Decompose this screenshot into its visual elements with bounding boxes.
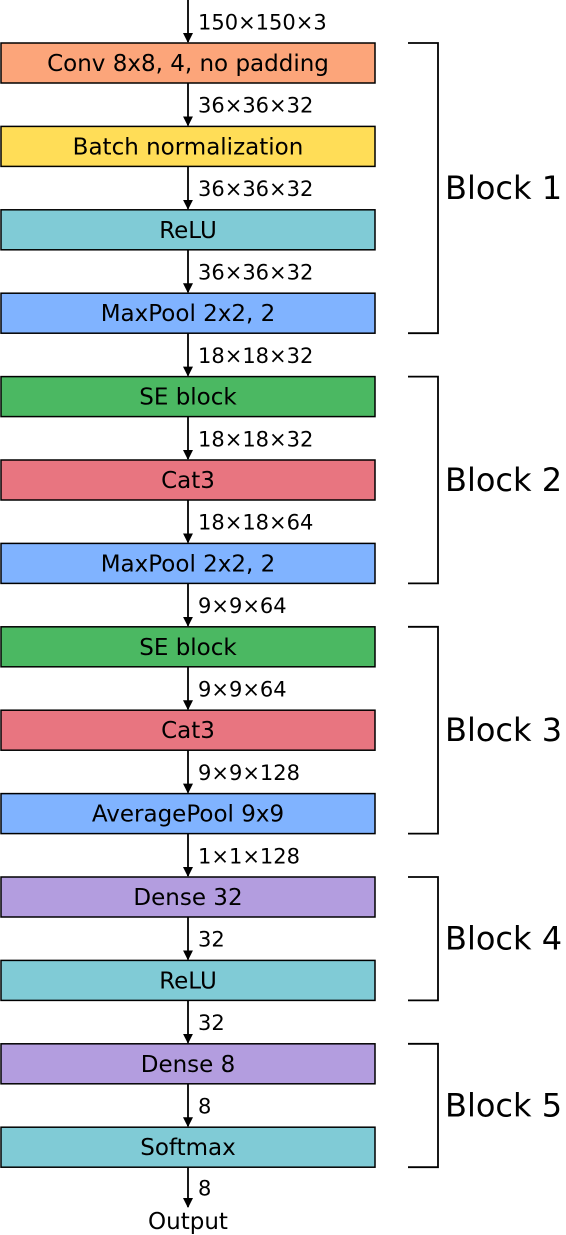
flow-arrow: 32 bbox=[183, 1000, 225, 1044]
layer-label: Dense 8 bbox=[141, 1052, 236, 1078]
dimension-label: 32 bbox=[198, 928, 225, 952]
bracket-line bbox=[408, 876, 439, 1002]
layer-rect bbox=[0, 1126, 376, 1168]
block-label: Block 2 bbox=[445, 461, 562, 499]
dimension-label: 9×9×64 bbox=[198, 594, 287, 618]
flow-arrow: 18×18×32 bbox=[183, 333, 313, 377]
flow-arrow: 18×18×32 bbox=[183, 416, 313, 460]
dimension-label: 18×18×32 bbox=[198, 344, 313, 368]
layer-box: MaxPool 2x2, 2 bbox=[0, 542, 376, 585]
layer-box: SE block bbox=[0, 626, 376, 668]
flow-arrow: 8 bbox=[183, 1083, 211, 1128]
layer-rect bbox=[0, 125, 376, 168]
flow-arrow: 9×9×64 bbox=[183, 666, 287, 711]
dimension-label: 8 bbox=[198, 1095, 211, 1119]
layer-box: Dense 8 bbox=[0, 1043, 376, 1085]
dimension-label: 36×36×32 bbox=[198, 94, 313, 118]
layer-label: Softmax bbox=[140, 1135, 236, 1161]
layer-rect bbox=[0, 959, 376, 1002]
flow-arrow: 18×18×64 bbox=[183, 500, 313, 544]
layer-box: Conv 8x8, 4, no padding bbox=[0, 42, 376, 84]
layer-box: Softmax bbox=[0, 1126, 376, 1168]
layer-box: AveragePool 9x9 bbox=[0, 792, 376, 835]
flow-arrow: 8 bbox=[183, 1167, 211, 1208]
bracket-line bbox=[408, 42, 439, 335]
layer-rect bbox=[0, 1043, 376, 1085]
bracket-line bbox=[408, 1042, 439, 1169]
dimension-label: 18×18×64 bbox=[198, 511, 313, 535]
dimension-label: 36×36×32 bbox=[198, 261, 313, 285]
layer-box: MaxPool 2x2, 2 bbox=[0, 292, 376, 334]
layer-label: MaxPool 2x2, 2 bbox=[101, 551, 276, 577]
layer-box: Cat3 bbox=[0, 459, 376, 501]
block-label: Block 5 bbox=[445, 1087, 562, 1125]
layer-label: ReLU bbox=[159, 218, 217, 244]
layer-box: Dense 32 bbox=[0, 876, 376, 918]
layer-rect bbox=[0, 542, 376, 585]
layer-rect bbox=[0, 876, 376, 918]
flow-arrow: 9×9×64 bbox=[183, 583, 287, 627]
bracket-line bbox=[408, 375, 439, 585]
dimension-label: 18×18×32 bbox=[198, 427, 313, 451]
brackets-group: Block 1 Block 2 Block 3 Block 4 Block 5 bbox=[408, 42, 562, 1169]
layer-box: Cat3 bbox=[0, 709, 376, 751]
layer-label: ReLU bbox=[159, 968, 217, 994]
layer-label: MaxPool 2x2, 2 bbox=[101, 301, 276, 327]
flow-arrow: 32 bbox=[183, 917, 225, 961]
layer-box: SE block bbox=[0, 375, 376, 418]
layer-label: Cat3 bbox=[161, 468, 215, 494]
layer-rect bbox=[0, 709, 376, 751]
dimension-label: 8 bbox=[198, 1177, 211, 1201]
layer-rect bbox=[0, 209, 376, 251]
layer-label: Dense 32 bbox=[133, 885, 242, 911]
dimension-label: 9×9×128 bbox=[198, 761, 300, 785]
output-label: Output bbox=[148, 1209, 228, 1235]
block-bracket: Block 3 bbox=[408, 625, 562, 835]
flow-arrow: 150×150×3 bbox=[183, 0, 327, 43]
dimension-label: 9×9×64 bbox=[198, 678, 287, 702]
layer-label: SE block bbox=[139, 385, 237, 411]
layer-label: Cat3 bbox=[161, 718, 215, 744]
layer-rect bbox=[0, 626, 376, 668]
layer-box: Batch normalization bbox=[0, 125, 376, 168]
layer-box: ReLU bbox=[0, 209, 376, 251]
block-bracket: Block 5 bbox=[408, 1042, 562, 1169]
layer-label: AveragePool 9x9 bbox=[92, 802, 284, 828]
layer-rect bbox=[0, 42, 376, 84]
flow-arrow: 36×36×32 bbox=[183, 249, 313, 294]
dimension-label: 1×1×128 bbox=[198, 844, 300, 868]
layer-label: SE block bbox=[139, 635, 237, 661]
layer-box: ReLU bbox=[0, 959, 376, 1002]
flow-arrow: 9×9×128 bbox=[183, 750, 300, 794]
layer-label: Conv 8x8, 4, no padding bbox=[47, 51, 329, 77]
arrows-group: 150×150×3 36×36×32 36×36×32 36×36×32 18×18×3… bbox=[183, 0, 327, 1208]
block-label: Block 1 bbox=[445, 169, 562, 207]
block-label: Block 4 bbox=[445, 920, 562, 958]
block-bracket: Block 2 bbox=[408, 375, 562, 585]
block-bracket: Block 4 bbox=[408, 876, 562, 1002]
flow-arrow: 36×36×32 bbox=[183, 83, 313, 127]
dimension-label: 32 bbox=[198, 1011, 225, 1035]
flow-arrow: 36×36×32 bbox=[183, 166, 313, 210]
dimension-label: 150×150×3 bbox=[198, 11, 327, 35]
bracket-line bbox=[408, 625, 439, 835]
layer-label: Batch normalization bbox=[73, 134, 304, 160]
block-label: Block 3 bbox=[445, 711, 562, 749]
flow-arrow: 1×1×128 bbox=[183, 833, 300, 877]
block-bracket: Block 1 bbox=[408, 42, 562, 335]
dimension-label: 36×36×32 bbox=[198, 177, 313, 201]
